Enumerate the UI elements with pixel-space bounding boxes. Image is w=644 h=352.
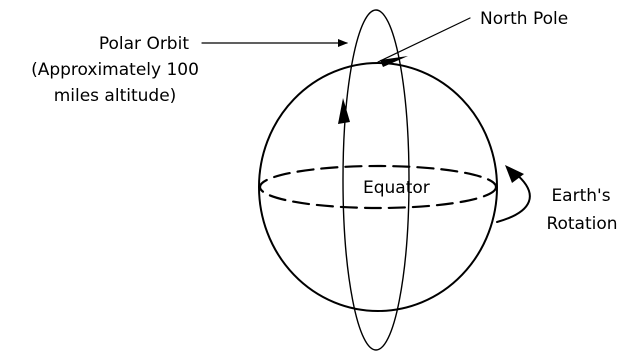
equator-label: Equator xyxy=(363,178,430,198)
approx-altitude-label-line2: miles altitude) xyxy=(54,86,177,106)
earths-label: Earth's xyxy=(551,186,610,206)
orbit-direction-arrow-left xyxy=(338,98,350,124)
north-pole-leader xyxy=(378,18,470,62)
approx-altitude-label-line1: (Approximately 100 xyxy=(31,60,199,80)
earth-rotation-arrowhead xyxy=(505,165,524,183)
north-pole-label: North Pole xyxy=(480,9,568,29)
rotation-label: Rotation xyxy=(546,214,617,234)
polar-orbit-label: Polar Orbit xyxy=(99,34,189,54)
